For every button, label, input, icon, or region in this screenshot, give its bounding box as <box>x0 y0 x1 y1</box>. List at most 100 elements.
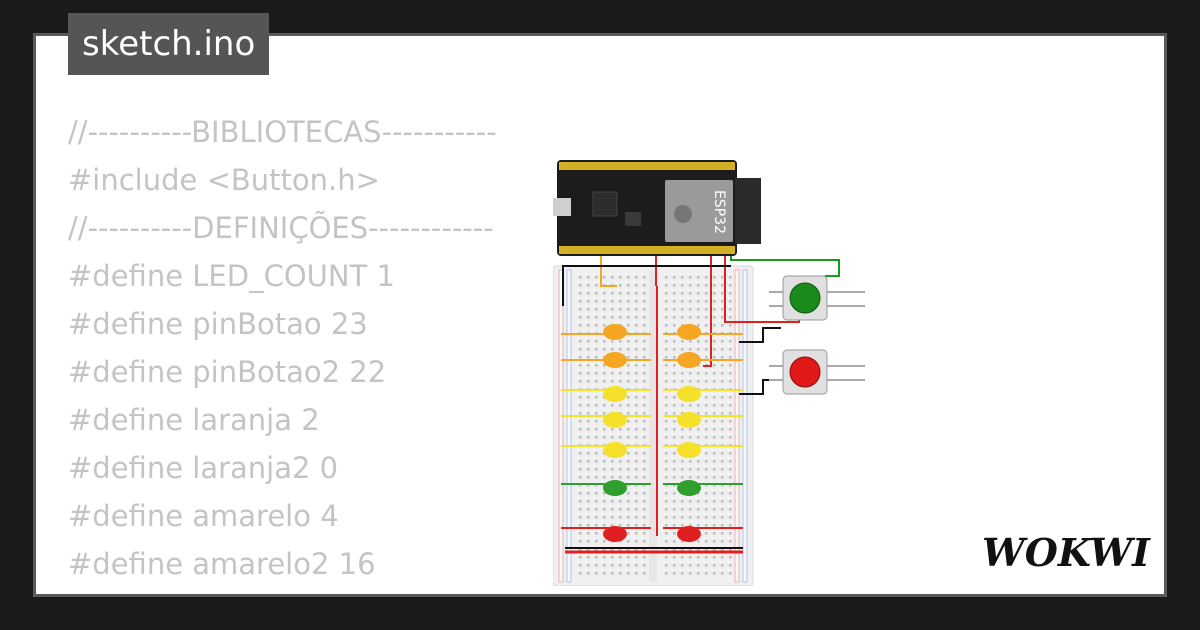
breadboard-hole <box>579 348 582 351</box>
breadboard-hole <box>713 396 716 399</box>
breadboard-hole <box>595 300 598 303</box>
breadboard-hole <box>729 284 732 287</box>
wokwi-logo: WOKWI <box>982 530 1151 575</box>
breadboard-hole <box>587 396 590 399</box>
breadboard-hole <box>729 572 732 575</box>
file-title-tab[interactable]: sketch.ino <box>68 13 270 75</box>
breadboard-hole <box>579 532 582 535</box>
breadboard-hole <box>721 324 724 327</box>
red-pushbutton[interactable] <box>769 349 865 395</box>
breadboard-hole <box>579 420 582 423</box>
breadboard-hole <box>713 420 716 423</box>
breadboard-hole <box>697 316 700 319</box>
breadboard-hole <box>713 340 716 343</box>
breadboard-hole <box>587 540 590 543</box>
breadboard-hole <box>689 516 692 519</box>
breadboard-hole <box>665 380 668 383</box>
breadboard-hole <box>713 484 716 487</box>
breadboard-hole <box>689 300 692 303</box>
breadboard-hole <box>627 484 630 487</box>
breadboard-hole <box>643 436 646 439</box>
breadboard-hole <box>729 428 732 431</box>
breadboard-hole <box>681 516 684 519</box>
breadboard-hole <box>635 308 638 311</box>
breadboard-hole <box>681 524 684 527</box>
breadboard-hole <box>689 468 692 471</box>
breadboard-hole <box>595 356 598 359</box>
code-line: #define pinBotao 23 <box>68 307 368 341</box>
breadboard-hole <box>611 460 614 463</box>
breadboard-hole <box>587 348 590 351</box>
breadboard-hole <box>673 540 676 543</box>
breadboard-hole <box>643 284 646 287</box>
breadboard-hole <box>595 404 598 407</box>
breadboard-hole <box>721 564 724 567</box>
breadboard-hole <box>665 276 668 279</box>
breadboard-hole <box>721 484 724 487</box>
breadboard-hole <box>697 412 700 415</box>
breadboard-hole <box>705 564 708 567</box>
breadboard-hole <box>713 292 716 295</box>
breadboard-hole <box>579 548 582 551</box>
breadboard-hole <box>579 516 582 519</box>
breadboard-hole <box>665 484 668 487</box>
breadboard-hole <box>729 348 732 351</box>
breadboard-hole <box>587 508 590 511</box>
code-line: #define amarelo 4 <box>68 499 339 533</box>
led-orange <box>603 324 627 340</box>
breadboard-hole <box>665 348 668 351</box>
breadboard-hole <box>627 524 630 527</box>
led-yellow <box>603 386 627 402</box>
breadboard-hole <box>681 412 684 415</box>
green-pushbutton[interactable] <box>769 275 865 321</box>
breadboard-hole <box>673 396 676 399</box>
breadboard-hole <box>579 460 582 463</box>
breadboard-hole <box>665 316 668 319</box>
breadboard-hole <box>619 572 622 575</box>
code-preview-frame: //----------BIBLIOTECAS----------- #incl… <box>33 33 1167 597</box>
esp32-label: ESP32 <box>711 190 727 234</box>
breadboard-hole <box>689 284 692 287</box>
breadboard-hole <box>729 276 732 279</box>
breadboard-hole <box>721 292 724 295</box>
breadboard-hole <box>729 308 732 311</box>
breadboard-hole <box>721 548 724 551</box>
breadboard-hole <box>697 324 700 327</box>
breadboard-hole <box>635 428 638 431</box>
breadboard-hole <box>595 516 598 519</box>
breadboard-hole <box>579 524 582 527</box>
breadboard-hole <box>697 404 700 407</box>
breadboard-hole <box>587 380 590 383</box>
breadboard-hole <box>689 572 692 575</box>
led-yellow <box>603 442 627 458</box>
breadboard-hole <box>619 404 622 407</box>
breadboard-hole <box>713 364 716 367</box>
breadboard-hole <box>673 500 676 503</box>
breadboard-hole <box>673 276 676 279</box>
breadboard-hole <box>721 372 724 375</box>
breadboard-hole <box>729 516 732 519</box>
breadboard-hole <box>611 508 614 511</box>
breadboard-hole <box>635 348 638 351</box>
breadboard-hole <box>643 540 646 543</box>
breadboard-hole <box>579 540 582 543</box>
breadboard-hole <box>627 548 630 551</box>
breadboard-hole <box>713 412 716 415</box>
breadboard-hole <box>603 572 606 575</box>
breadboard-hole <box>689 404 692 407</box>
breadboard-hole <box>627 308 630 311</box>
breadboard-hole <box>643 364 646 367</box>
breadboard-hole <box>673 340 676 343</box>
breadboard-hole <box>587 308 590 311</box>
breadboard-hole <box>579 356 582 359</box>
led-orange <box>677 352 701 368</box>
breadboard-hole <box>627 476 630 479</box>
breadboard-hole <box>627 292 630 295</box>
breadboard-hole <box>697 516 700 519</box>
breadboard-hole <box>635 508 638 511</box>
breadboard-hole <box>603 516 606 519</box>
breadboard-hole <box>665 428 668 431</box>
breadboard-hole <box>713 556 716 559</box>
breadboard-hole <box>697 492 700 495</box>
breadboard-hole <box>579 484 582 487</box>
